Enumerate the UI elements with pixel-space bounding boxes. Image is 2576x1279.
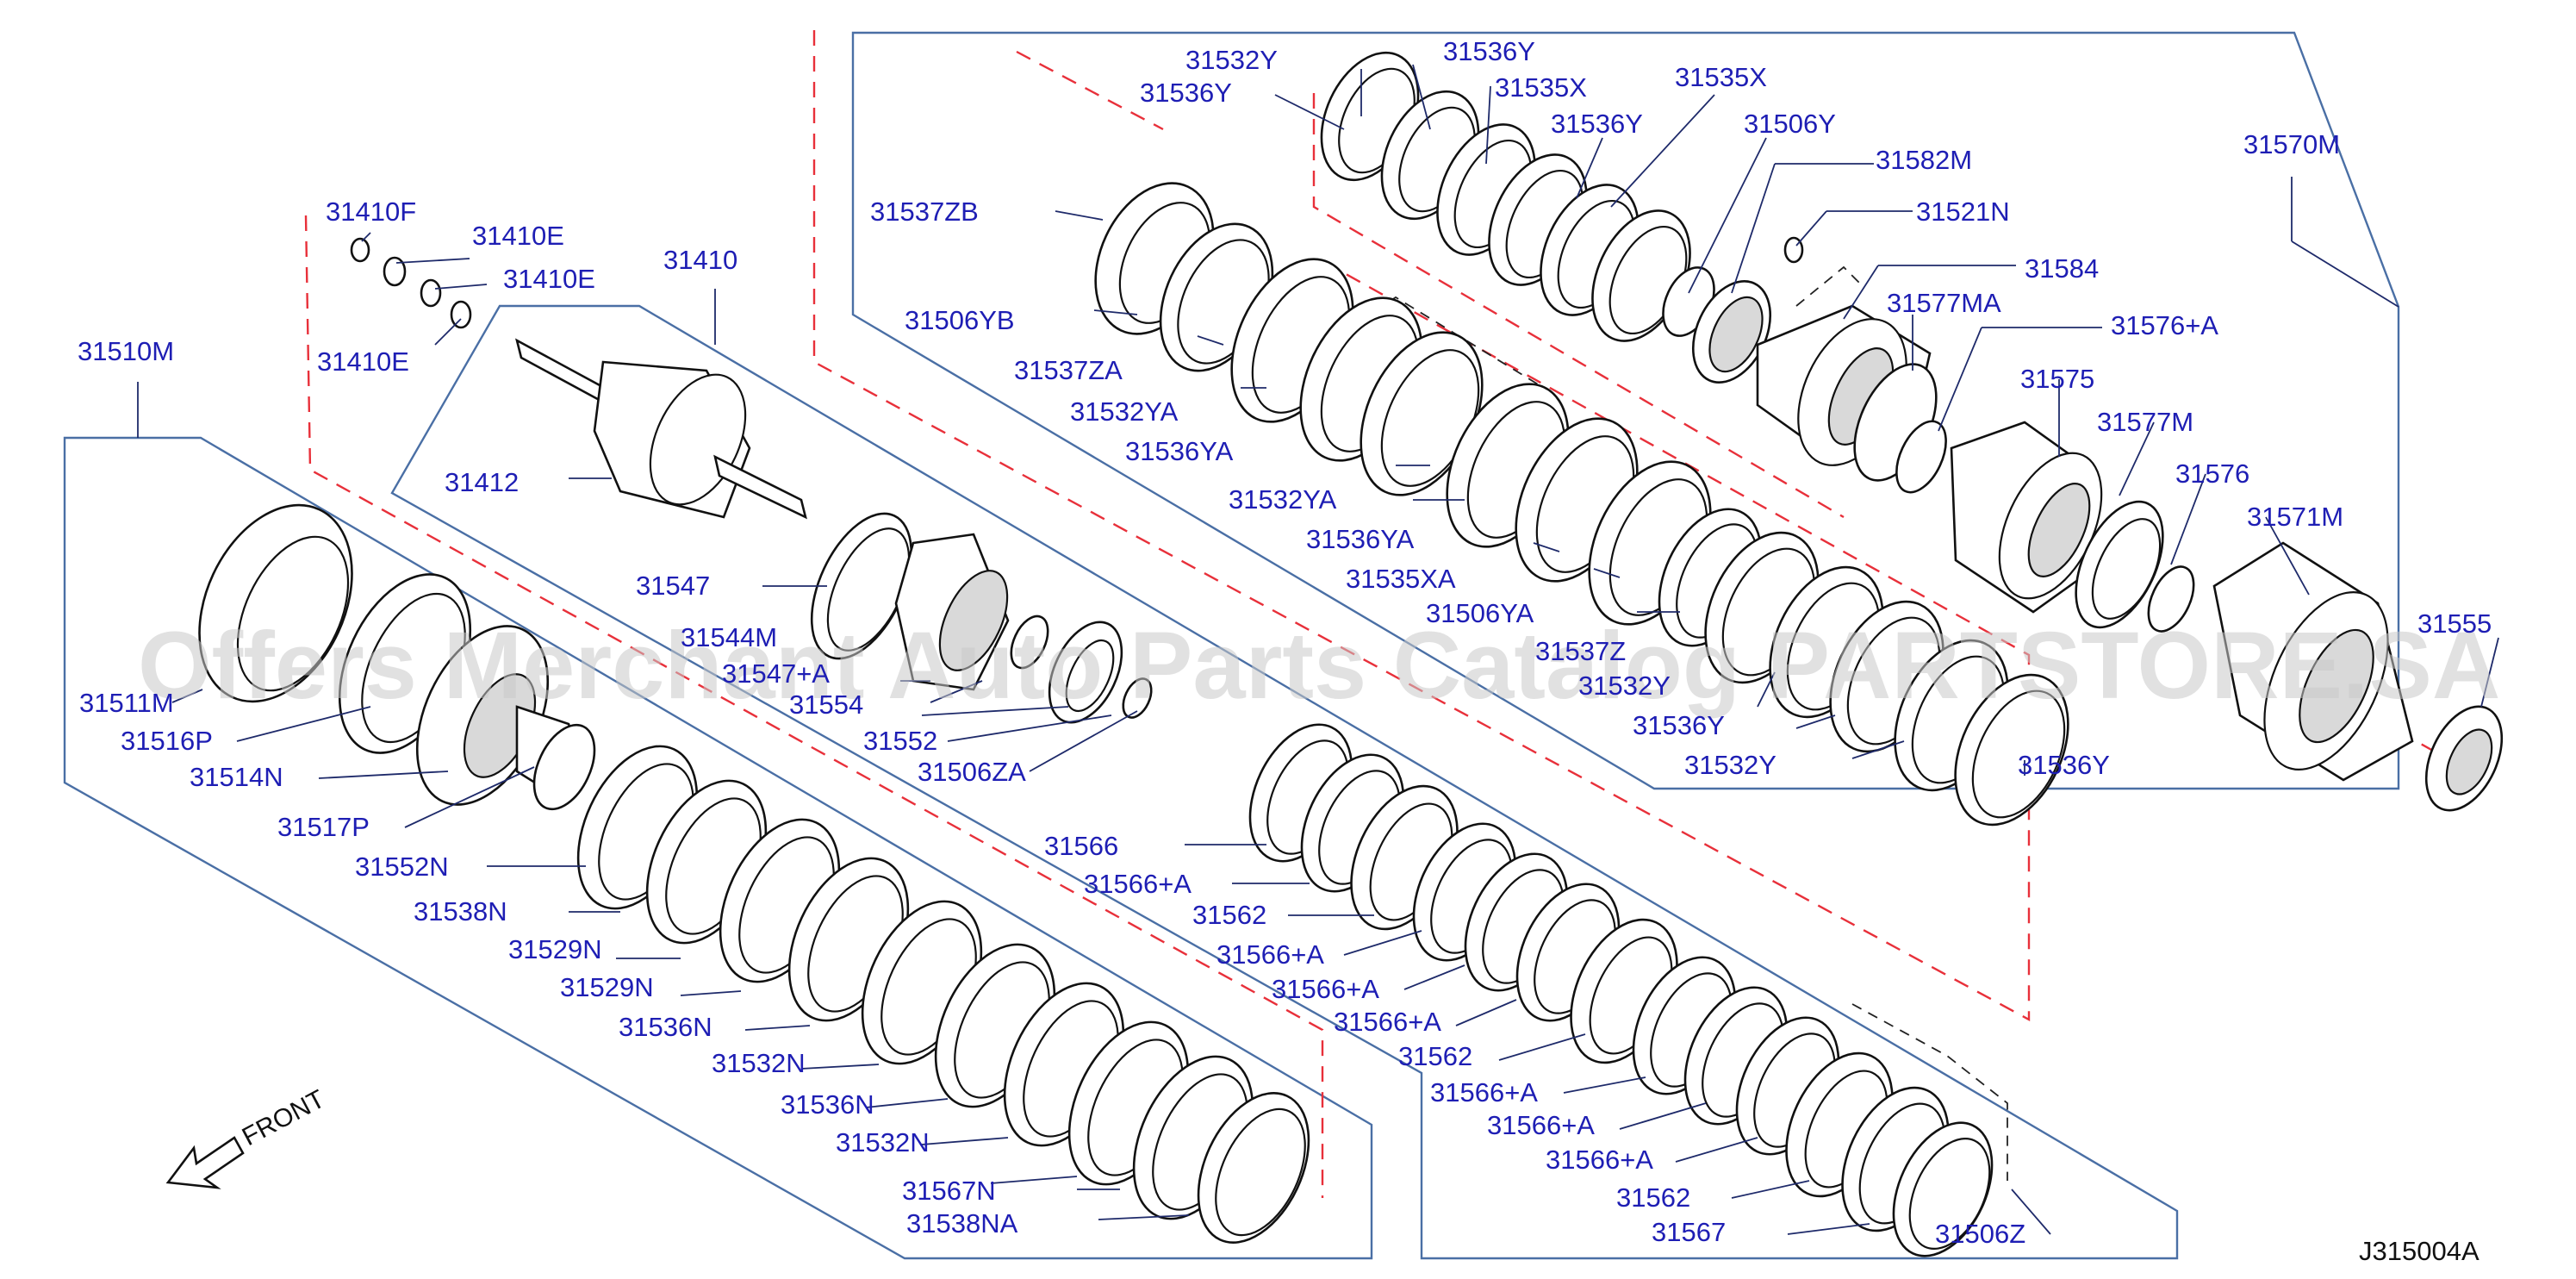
label-31584[interactable]: 31584 [2025, 253, 2099, 284]
label-31566[interactable]: 31566 [1044, 831, 1118, 861]
label-31552n[interactable]: 31552N [355, 852, 449, 882]
label-31566a[interactable]: 31566+A [1546, 1145, 1653, 1175]
dashed-axis-upper [812, 30, 2031, 1022]
label-31537z[interactable]: 31537Z [1535, 636, 1626, 666]
front-arrow-icon: FRONT [165, 1085, 330, 1189]
label-31536n[interactable]: 31536N [781, 1089, 874, 1120]
label-31532y[interactable]: 31532Y [1578, 671, 1671, 701]
label-31511m[interactable]: 31511M [79, 688, 174, 718]
label-31538n[interactable]: 31538N [414, 896, 507, 926]
label-31562[interactable]: 31562 [1616, 1182, 1690, 1213]
label-31506yb[interactable]: 31506YB [905, 305, 1015, 335]
label-31506y[interactable]: 31506Y [1744, 109, 1836, 139]
label-31567n[interactable]: 31567N [902, 1176, 996, 1206]
label-31517p[interactable]: 31517P [277, 812, 370, 842]
label-31566a[interactable]: 31566+A [1216, 939, 1324, 970]
label-31412[interactable]: 31412 [445, 467, 519, 497]
label-31529n[interactable]: 31529N [560, 972, 654, 1002]
label-31544m[interactable]: 31544M [681, 622, 777, 652]
label-31575[interactable]: 31575 [2020, 364, 2094, 394]
dashed-hub-upper [1283, 296, 1552, 552]
front-label: FRONT [238, 1085, 330, 1152]
label-31562[interactable]: 31562 [1398, 1041, 1472, 1071]
input-shaft-assembly [350, 237, 1153, 724]
label-31510m[interactable]: 31510M [78, 336, 174, 366]
label-31566a[interactable]: 31566+A [1272, 974, 1379, 1004]
label-31536ya[interactable]: 31536YA [1306, 524, 1415, 554]
label-31536y[interactable]: 31536Y [1633, 710, 1725, 740]
label-31506z[interactable]: 31506Z [1935, 1219, 2025, 1249]
label-31516p[interactable]: 31516P [121, 726, 213, 756]
label-31552[interactable]: 31552 [863, 726, 937, 756]
label-31566a[interactable]: 31566+A [1084, 869, 1192, 899]
label-31536y[interactable]: 31536Y [1443, 36, 1535, 66]
label-31532y[interactable]: 31532Y [1185, 45, 1278, 75]
label-31532y[interactable]: 31532Y [1684, 750, 1776, 780]
label-31506ya[interactable]: 31506YA [1426, 598, 1534, 628]
label-31535x[interactable]: 31535X [1495, 72, 1587, 103]
label-31532ya[interactable]: 31532YA [1070, 396, 1179, 427]
label-31538na[interactable]: 31538NA [906, 1208, 1018, 1238]
label-31547a[interactable]: 31547+A [722, 658, 830, 689]
label-31582m[interactable]: 31582M [1876, 145, 1972, 175]
label-31547[interactable]: 31547 [636, 571, 710, 601]
leader-lines [137, 64, 2499, 1235]
label-31566a[interactable]: 31566+A [1334, 1007, 1441, 1037]
frame-31410-group [390, 304, 2179, 1260]
label-31537za[interactable]: 31537ZA [1014, 355, 1123, 385]
label-31410e[interactable]: 31410E [503, 264, 595, 294]
label-31555[interactable]: 31555 [2417, 608, 2492, 639]
watermark-text: Offers Merchant Auto Parts Catalog PARTS… [138, 613, 2500, 719]
frame-31570M-group [851, 31, 2400, 790]
label-31532n[interactable]: 31532N [836, 1127, 930, 1157]
label-31410e[interactable]: 31410E [317, 346, 409, 377]
label-31577ma[interactable]: 31577MA [1887, 288, 2001, 318]
dashed-axis-lower [304, 215, 1324, 1198]
label-31529n[interactable]: 31529N [508, 934, 602, 964]
dashed-hub-lower [1851, 1003, 2008, 1181]
label-31562[interactable]: 31562 [1192, 900, 1266, 930]
label-31535xa[interactable]: 31535XA [1346, 564, 1456, 594]
label-31536ya[interactable]: 31536YA [1125, 436, 1234, 466]
diagram-code: J315004A [2359, 1236, 2480, 1266]
label-31536y[interactable]: 31536Y [1140, 78, 1232, 108]
label-31571m[interactable]: 31571M [2247, 502, 2343, 532]
label-31536y[interactable]: 31536Y [1551, 109, 1643, 139]
label-31536y[interactable]: 31536Y [2018, 750, 2110, 780]
part-labels: 31532Y 31536Y 31536Y 31535X 31535X 31536… [78, 36, 2492, 1249]
label-31410f[interactable]: 31410F [326, 197, 416, 227]
frame-31510M-group [63, 436, 1373, 1260]
label-31576[interactable]: 31576 [2175, 459, 2249, 489]
dashed-axis-mid [1312, 93, 1845, 519]
lower-right-clutch-stack [1248, 723, 1994, 1257]
label-31410[interactable]: 31410 [663, 245, 737, 275]
label-31521n[interactable]: 31521N [1916, 197, 2010, 227]
label-31410e[interactable]: 31410E [472, 221, 564, 251]
label-31536n[interactable]: 31536N [619, 1012, 712, 1042]
label-31566a[interactable]: 31566+A [1430, 1077, 1538, 1107]
lower-left-clutch-stack [198, 503, 1310, 1244]
label-31532n[interactable]: 31532N [712, 1048, 806, 1078]
label-31506za[interactable]: 31506ZA [918, 757, 1026, 787]
label-31554[interactable]: 31554 [789, 689, 863, 720]
label-31532ya[interactable]: 31532YA [1229, 484, 1337, 515]
label-31514n[interactable]: 31514N [190, 762, 283, 792]
label-31566a[interactable]: 31566+A [1487, 1110, 1595, 1140]
label-31577m[interactable]: 31577M [2097, 407, 2193, 437]
upper-plate-stack [1094, 182, 2069, 827]
label-31535x[interactable]: 31535X [1675, 62, 1767, 92]
label-31570m[interactable]: 31570M [2243, 129, 2340, 159]
hub-assembly [1756, 304, 2504, 812]
label-31567[interactable]: 31567 [1652, 1217, 1726, 1247]
dashed-axis-top [1016, 50, 1164, 131]
dashed-hub-right [1795, 265, 1862, 307]
label-31537zb[interactable]: 31537ZB [870, 197, 979, 227]
label-31576a[interactable]: 31576+A [2111, 310, 2218, 340]
